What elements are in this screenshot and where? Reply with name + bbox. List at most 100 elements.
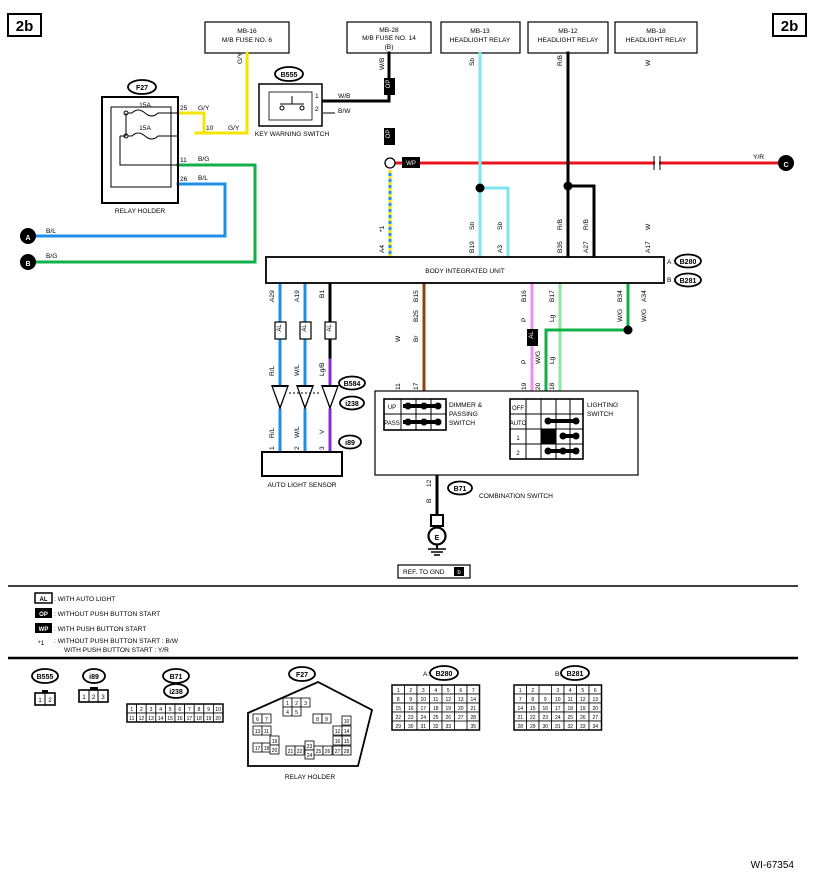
- al-tag-1: [274, 321, 287, 340]
- svg-text:B17: B17: [549, 290, 556, 302]
- ground-point: E: [427, 514, 447, 556]
- svg-text:REF. TO GND: REF. TO GND: [403, 569, 445, 576]
- svg-text:20: 20: [272, 748, 278, 754]
- svg-text:21: 21: [517, 715, 523, 721]
- svg-text:4: 4: [569, 688, 572, 694]
- top-box-mb13: MB-13 HEADLIGHT RELAY: [440, 21, 521, 54]
- svg-text:AL: AL: [302, 324, 308, 332]
- svg-text:23: 23: [542, 715, 548, 721]
- svg-text:6: 6: [178, 707, 181, 713]
- svg-text:B35: B35: [557, 241, 564, 253]
- svg-text:2: 2: [315, 106, 319, 113]
- svg-text:Y/R: Y/R: [753, 154, 764, 161]
- svg-text:G/Y: G/Y: [228, 125, 240, 132]
- svg-text:15: 15: [167, 716, 173, 722]
- op-tag-top: [384, 78, 395, 95]
- svg-text:OP: OP: [386, 80, 392, 89]
- svg-text:20: 20: [458, 706, 464, 712]
- svg-text:3: 3: [304, 701, 307, 707]
- svg-text:2: 2: [295, 701, 298, 707]
- svg-text:5: 5: [169, 707, 172, 713]
- wire-gy-10: [194, 51, 249, 135]
- op-tag-a4: [384, 128, 395, 145]
- svg-text:LIGHTING: LIGHTING: [587, 402, 618, 409]
- svg-text:18: 18: [264, 746, 270, 752]
- svg-text:A: A: [25, 235, 30, 242]
- svg-text:12: 12: [445, 697, 451, 703]
- svg-text:B/L: B/L: [46, 228, 56, 235]
- svg-text:22: 22: [530, 715, 536, 721]
- auto-light-sensor: AUTO LIGHT SENSOR: [261, 451, 343, 489]
- svg-text:3: 3: [101, 695, 105, 701]
- svg-text:24: 24: [307, 753, 313, 759]
- top-box-mb18: MB-18 HEADLIGHT RELAY: [614, 21, 698, 54]
- svg-text:B555: B555: [37, 674, 54, 681]
- svg-text:b: b: [457, 570, 461, 576]
- svg-text:W: W: [395, 335, 402, 342]
- svg-text:*1: *1: [38, 640, 45, 647]
- svg-text:8: 8: [397, 697, 400, 703]
- svg-text:PASSING: PASSING: [449, 411, 478, 418]
- svg-text:26: 26: [445, 715, 451, 721]
- svg-text:6: 6: [256, 717, 259, 723]
- svg-text:DIMMER &: DIMMER &: [449, 402, 483, 409]
- svg-text:E: E: [435, 535, 440, 542]
- svg-text:16: 16: [335, 739, 341, 745]
- lighting-switch: OFF AUTO 1 2 LIGHTING SWITCH: [509, 398, 618, 460]
- svg-text:35: 35: [470, 724, 476, 730]
- svg-text:11: 11: [395, 383, 402, 390]
- svg-text:6: 6: [459, 688, 462, 694]
- svg-text:11: 11: [180, 157, 187, 164]
- svg-text:A17: A17: [645, 241, 652, 253]
- svg-text:OP: OP: [39, 612, 48, 618]
- svg-text:25: 25: [433, 715, 439, 721]
- sensor-connector-b584: [271, 385, 339, 410]
- svg-text:A :: A :: [667, 259, 675, 266]
- svg-text:28: 28: [517, 724, 523, 730]
- svg-text:A34: A34: [641, 290, 648, 302]
- svg-text:4: 4: [286, 710, 289, 716]
- svg-text:R/B: R/B: [557, 218, 564, 230]
- svg-text:23: 23: [408, 715, 414, 721]
- svg-text:24: 24: [420, 715, 426, 721]
- svg-text:19: 19: [580, 706, 586, 712]
- svg-text:13: 13: [255, 729, 261, 735]
- svg-text:17: 17: [420, 706, 426, 712]
- svg-text:1: 1: [130, 707, 133, 713]
- b71-tag: [447, 480, 473, 496]
- svg-text:11: 11: [129, 716, 134, 722]
- svg-text:10: 10: [555, 697, 561, 703]
- svg-text:i238: i238: [345, 401, 359, 408]
- svg-text:W/L: W/L: [294, 364, 301, 376]
- svg-text:MB-18: MB-18: [646, 28, 666, 35]
- al-tag-2: [299, 321, 312, 340]
- svg-text:31: 31: [555, 724, 561, 730]
- svg-text:C: C: [783, 162, 788, 169]
- svg-text:W/G: W/G: [641, 309, 648, 322]
- svg-text:AL: AL: [529, 331, 535, 339]
- svg-text:2: 2: [48, 698, 52, 704]
- svg-text:Br: Br: [413, 335, 420, 342]
- svg-text:B16: B16: [521, 290, 528, 302]
- svg-text:B/G: B/G: [46, 253, 57, 260]
- svg-text:1: 1: [397, 688, 400, 694]
- svg-text:A27: A27: [583, 241, 590, 253]
- svg-text:i89: i89: [345, 440, 355, 447]
- junction-wg: [623, 325, 633, 335]
- svg-text:22: 22: [395, 715, 401, 721]
- svg-text:16: 16: [177, 716, 183, 722]
- svg-text:B15: B15: [413, 290, 420, 302]
- relay-holder: F27 15A 15A 25 11 26 RELAY HOLDER: [101, 79, 188, 215]
- i238-tag: [339, 395, 365, 411]
- svg-text:1: 1: [516, 436, 520, 442]
- svg-text:18: 18: [567, 706, 573, 712]
- svg-text:B584: B584: [344, 381, 361, 388]
- svg-text:21: 21: [470, 706, 476, 712]
- svg-text:5: 5: [581, 688, 584, 694]
- svg-text:20: 20: [535, 382, 542, 390]
- svg-text:4: 4: [434, 688, 437, 694]
- svg-text:2: 2: [294, 446, 301, 450]
- svg-text:OP: OP: [386, 130, 392, 139]
